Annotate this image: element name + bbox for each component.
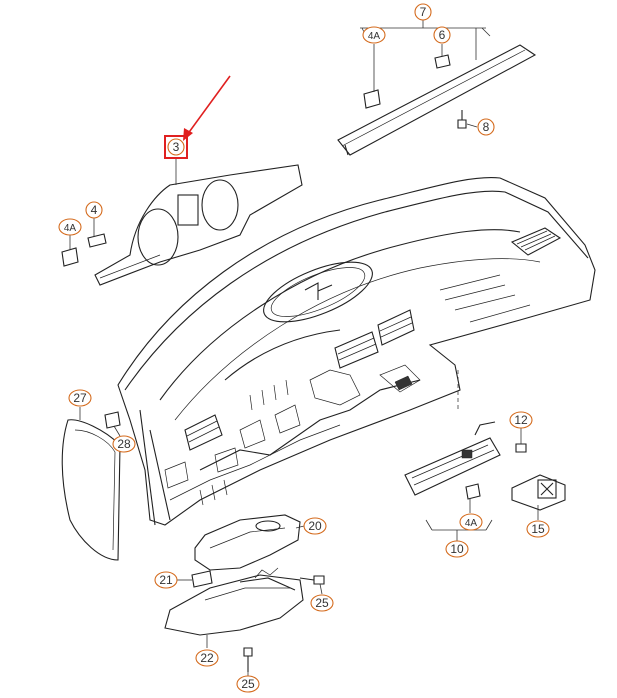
svg-text:7: 7: [420, 5, 427, 19]
svg-text:22: 22: [200, 651, 214, 665]
callout-15: 15: [526, 520, 550, 538]
callouts: 7 4A 6 8 3 4A 4 27 28 12 15 4A 10 20 21: [58, 3, 550, 693]
svg-text:20: 20: [308, 519, 322, 533]
callout-21: 21: [154, 571, 178, 589]
switch-module-part-10: [404, 421, 501, 496]
highlight-arrow: [164, 75, 231, 159]
svg-text:27: 27: [73, 391, 87, 405]
callout-10: 10: [445, 540, 469, 558]
svg-text:10: 10: [450, 542, 464, 556]
svg-text:4A: 4A: [368, 31, 381, 42]
callout-25-bottom: 25: [236, 675, 260, 693]
steering-trim-upper-part-20: [194, 514, 301, 571]
svg-text:21: 21: [159, 573, 173, 587]
callout-22: 22: [195, 649, 219, 667]
dashboard-panel: [117, 177, 596, 526]
callout-6: 6: [433, 26, 451, 44]
callout-4a-left: 4A: [58, 218, 82, 236]
svg-text:4: 4: [91, 203, 98, 217]
callout-4a-bottom: 4A: [459, 513, 483, 531]
svg-text:28: 28: [117, 437, 131, 451]
trim-strip-part-7: [337, 44, 537, 156]
callout-4: 4: [85, 201, 103, 219]
callout-7: 7: [414, 3, 432, 21]
svg-text:6: 6: [439, 28, 446, 42]
callout-3: 3: [167, 138, 185, 156]
callout-28: 28: [112, 435, 136, 453]
light-switch-part-15: [511, 474, 566, 511]
svg-text:15: 15: [531, 522, 545, 536]
glovebox-door-part-27: [61, 419, 121, 561]
fasteners: [61, 54, 527, 672]
steering-trim-lower-part-22: [164, 567, 304, 636]
callout-20: 20: [303, 517, 327, 535]
svg-text:3: 3: [173, 140, 180, 154]
callout-8: 8: [477, 118, 495, 136]
svg-text:25: 25: [241, 677, 255, 691]
svg-text:12: 12: [514, 413, 528, 427]
callout-27: 27: [68, 389, 92, 407]
callout-25-right: 25: [310, 594, 334, 612]
callout-4a-top: 4A: [362, 26, 386, 44]
callout-12: 12: [509, 411, 533, 429]
cluster-cover-part-3: [94, 164, 303, 286]
svg-text:4A: 4A: [64, 223, 77, 234]
svg-text:8: 8: [483, 120, 490, 134]
leader-lines: [69, 20, 539, 676]
svg-text:25: 25: [315, 596, 329, 610]
svg-text:4A: 4A: [465, 518, 478, 529]
